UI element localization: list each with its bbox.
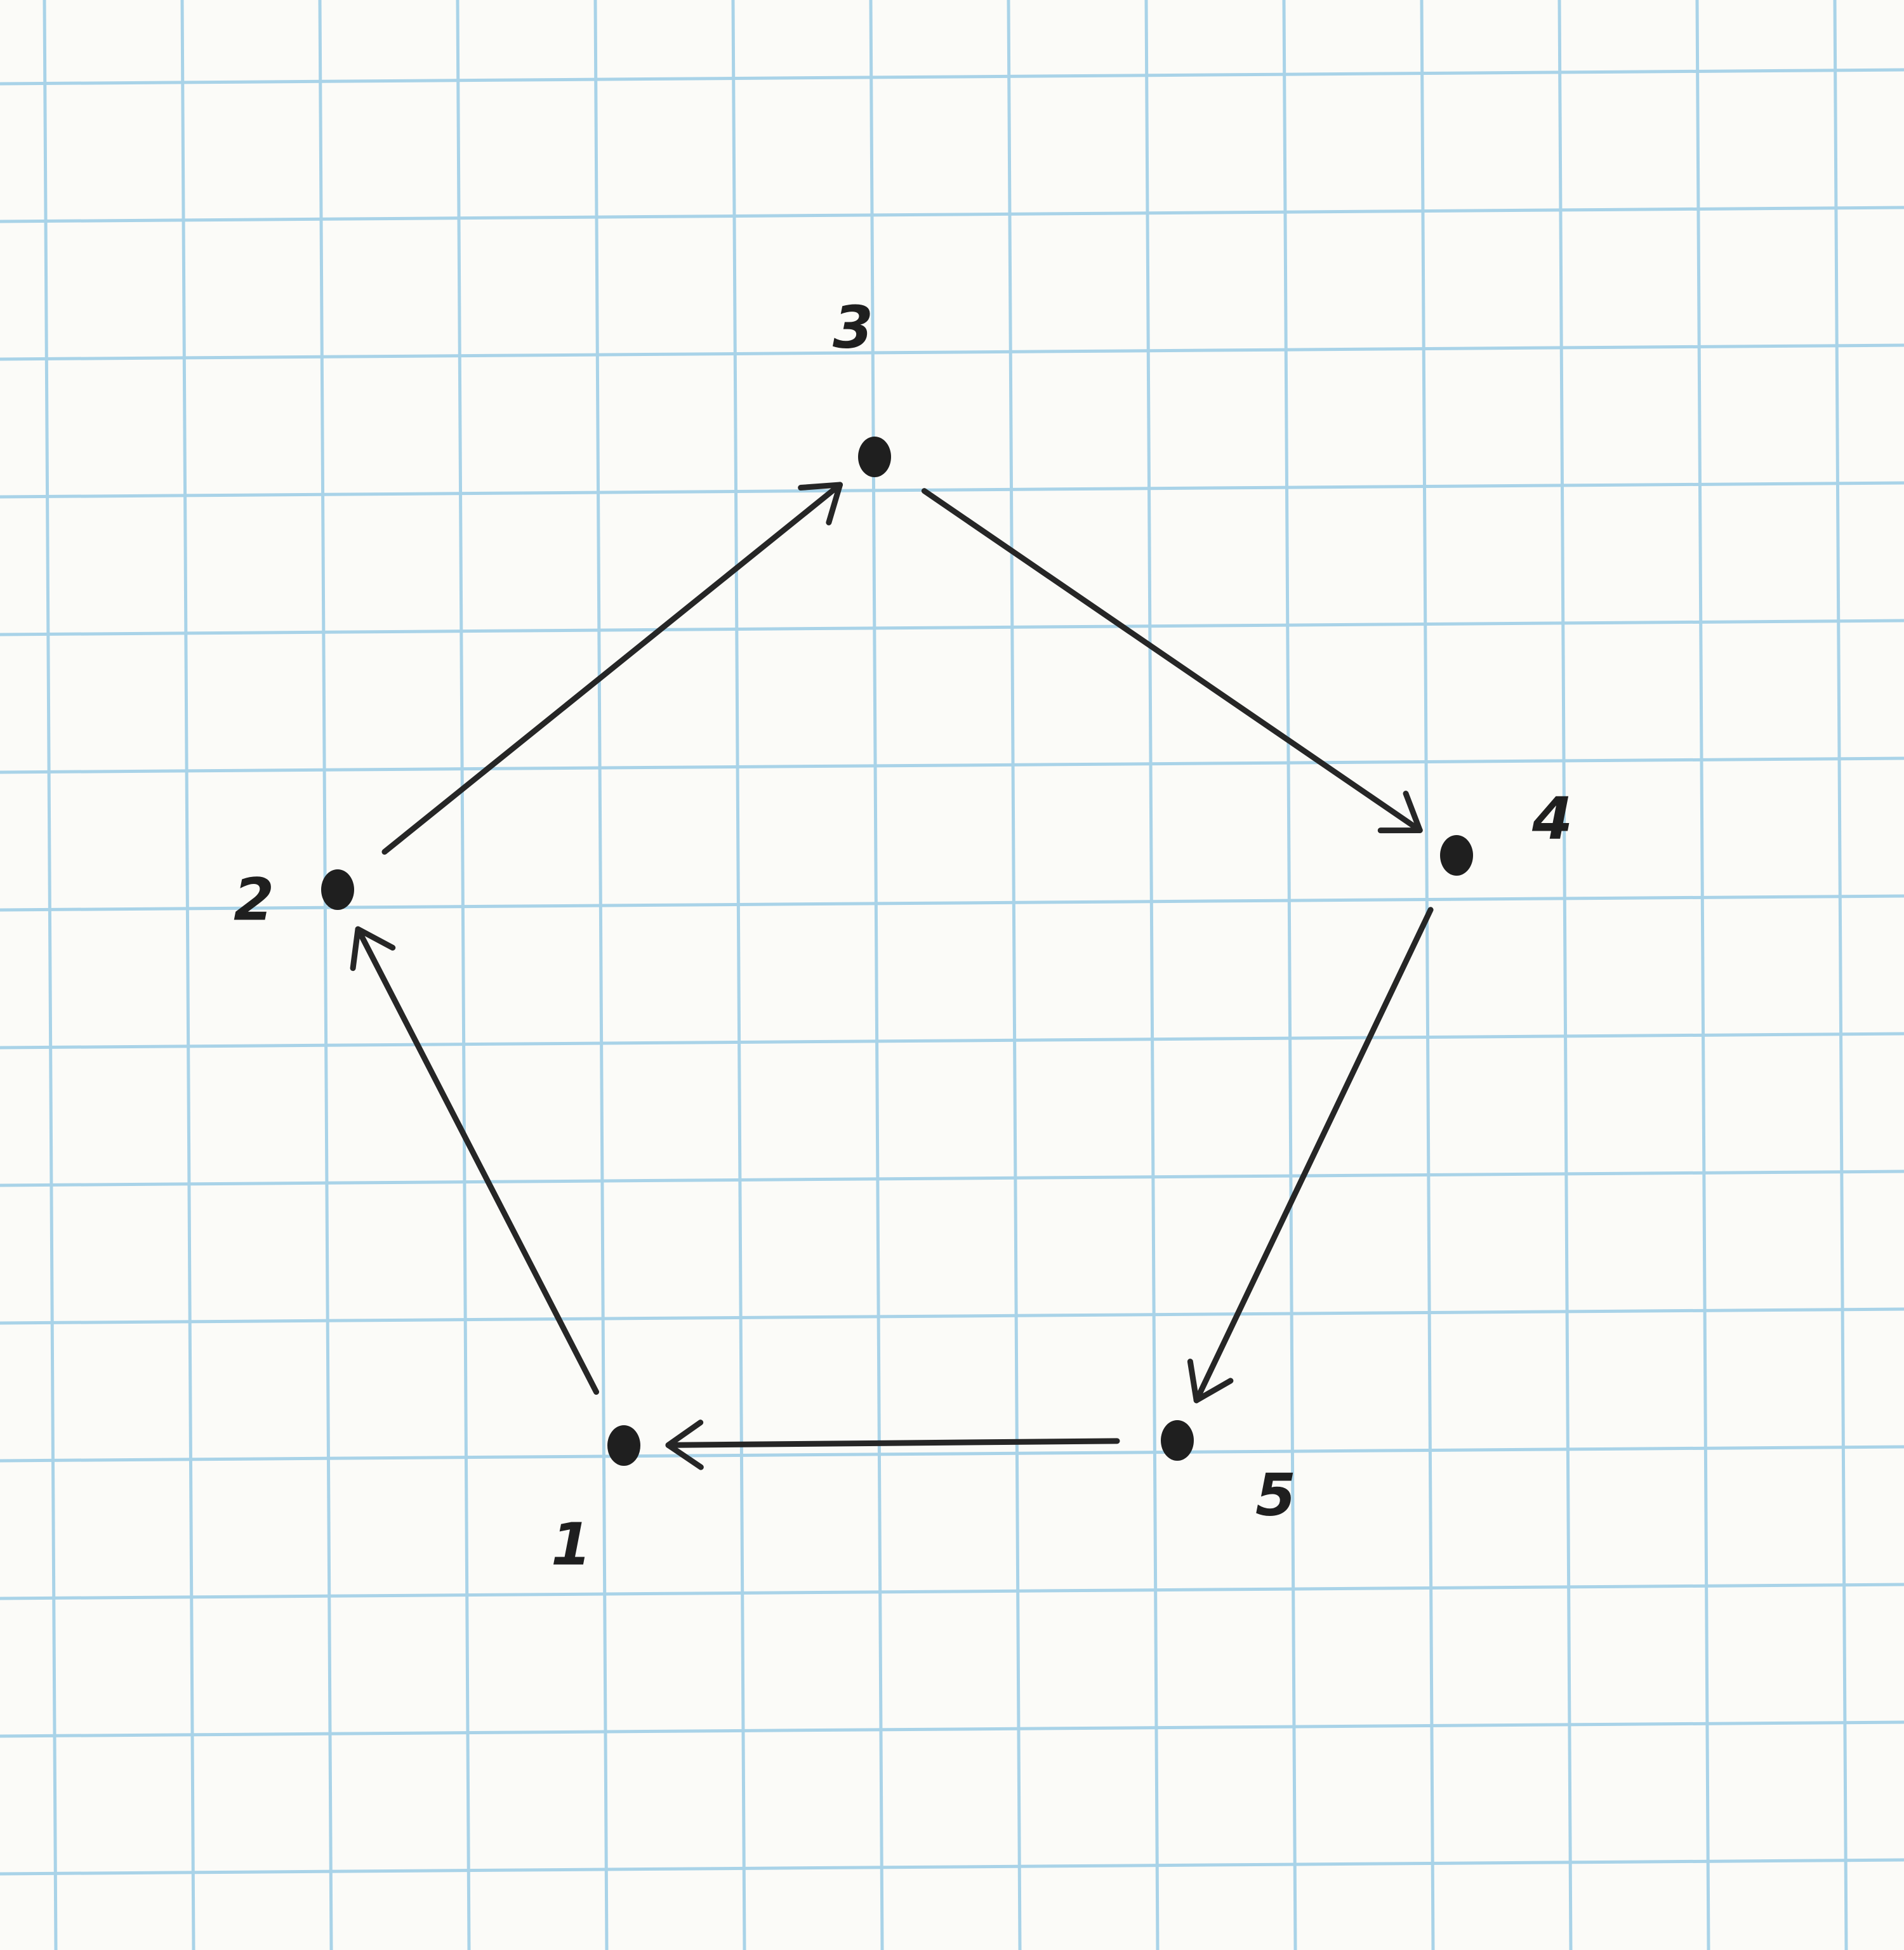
node-labels: 1 2 3 4 5	[234, 293, 1573, 1578]
edge-line	[355, 926, 600, 1395]
grid-line-horizontal	[0, 343, 1904, 361]
grid-line-vertical	[1557, 0, 1573, 1950]
grid-line-vertical	[43, 0, 58, 1950]
grid-line-vertical	[1282, 0, 1297, 1950]
grid-line-horizontal	[0, 1583, 1904, 1600]
node-label-3: 3	[833, 293, 873, 361]
arrowhead	[1187, 1359, 1234, 1404]
node-5	[1161, 1420, 1194, 1461]
grid-line-horizontal	[0, 756, 1904, 774]
grid-line-horizontal	[0, 206, 1904, 223]
node-3	[858, 437, 891, 477]
grid-line-horizontal	[0, 481, 1904, 499]
node-2	[321, 869, 354, 910]
grid-line-vertical	[180, 0, 195, 1950]
nodes	[321, 437, 1473, 1466]
grid-line-vertical	[1144, 0, 1160, 1950]
node-4	[1440, 835, 1473, 876]
edge-2-to-3	[381, 482, 843, 855]
node-label-2: 2	[234, 866, 274, 933]
node-label-1: 1	[551, 1510, 592, 1578]
grid-line-vertical	[1695, 0, 1710, 1950]
edge-1-to-2	[350, 926, 600, 1395]
grid-line-vertical	[1833, 0, 1848, 1950]
edge-4-to-5	[1187, 907, 1434, 1404]
grid-line-horizontal	[0, 894, 1904, 912]
grid-line-vertical	[593, 0, 609, 1950]
edge-3-to-4	[921, 488, 1423, 834]
arrowhead	[1377, 791, 1423, 834]
arrowhead	[665, 1420, 704, 1470]
grid-line-horizontal	[0, 1307, 1904, 1325]
grid-line-vertical	[731, 0, 746, 1950]
node-1	[607, 1425, 640, 1466]
grid-line-horizontal	[0, 619, 1904, 636]
arrowhead	[350, 926, 396, 972]
grid-line-horizontal	[0, 1445, 1904, 1463]
edge-line	[381, 482, 843, 855]
grid-line-vertical	[869, 0, 884, 1950]
node-label-5: 5	[1255, 1461, 1296, 1529]
edge-5-to-1	[665, 1420, 1120, 1470]
edge-line	[1193, 907, 1434, 1404]
grid-line-horizontal	[0, 1169, 1904, 1187]
grid-line-vertical	[456, 0, 471, 1950]
grid-line-horizontal	[0, 68, 1904, 86]
grid-line-vertical	[318, 0, 333, 1950]
grid-line-horizontal	[0, 1720, 1904, 1738]
grid-line-horizontal	[0, 1032, 1904, 1050]
grid-line-horizontal	[0, 1858, 1904, 1876]
edge-line	[921, 488, 1423, 833]
arrowhead	[798, 482, 843, 525]
edges	[350, 482, 1434, 1470]
node-label-4: 4	[1531, 784, 1573, 852]
edge-line	[665, 1438, 1120, 1448]
grid-line-vertical	[1007, 0, 1022, 1950]
grid-line-vertical	[1420, 0, 1435, 1950]
